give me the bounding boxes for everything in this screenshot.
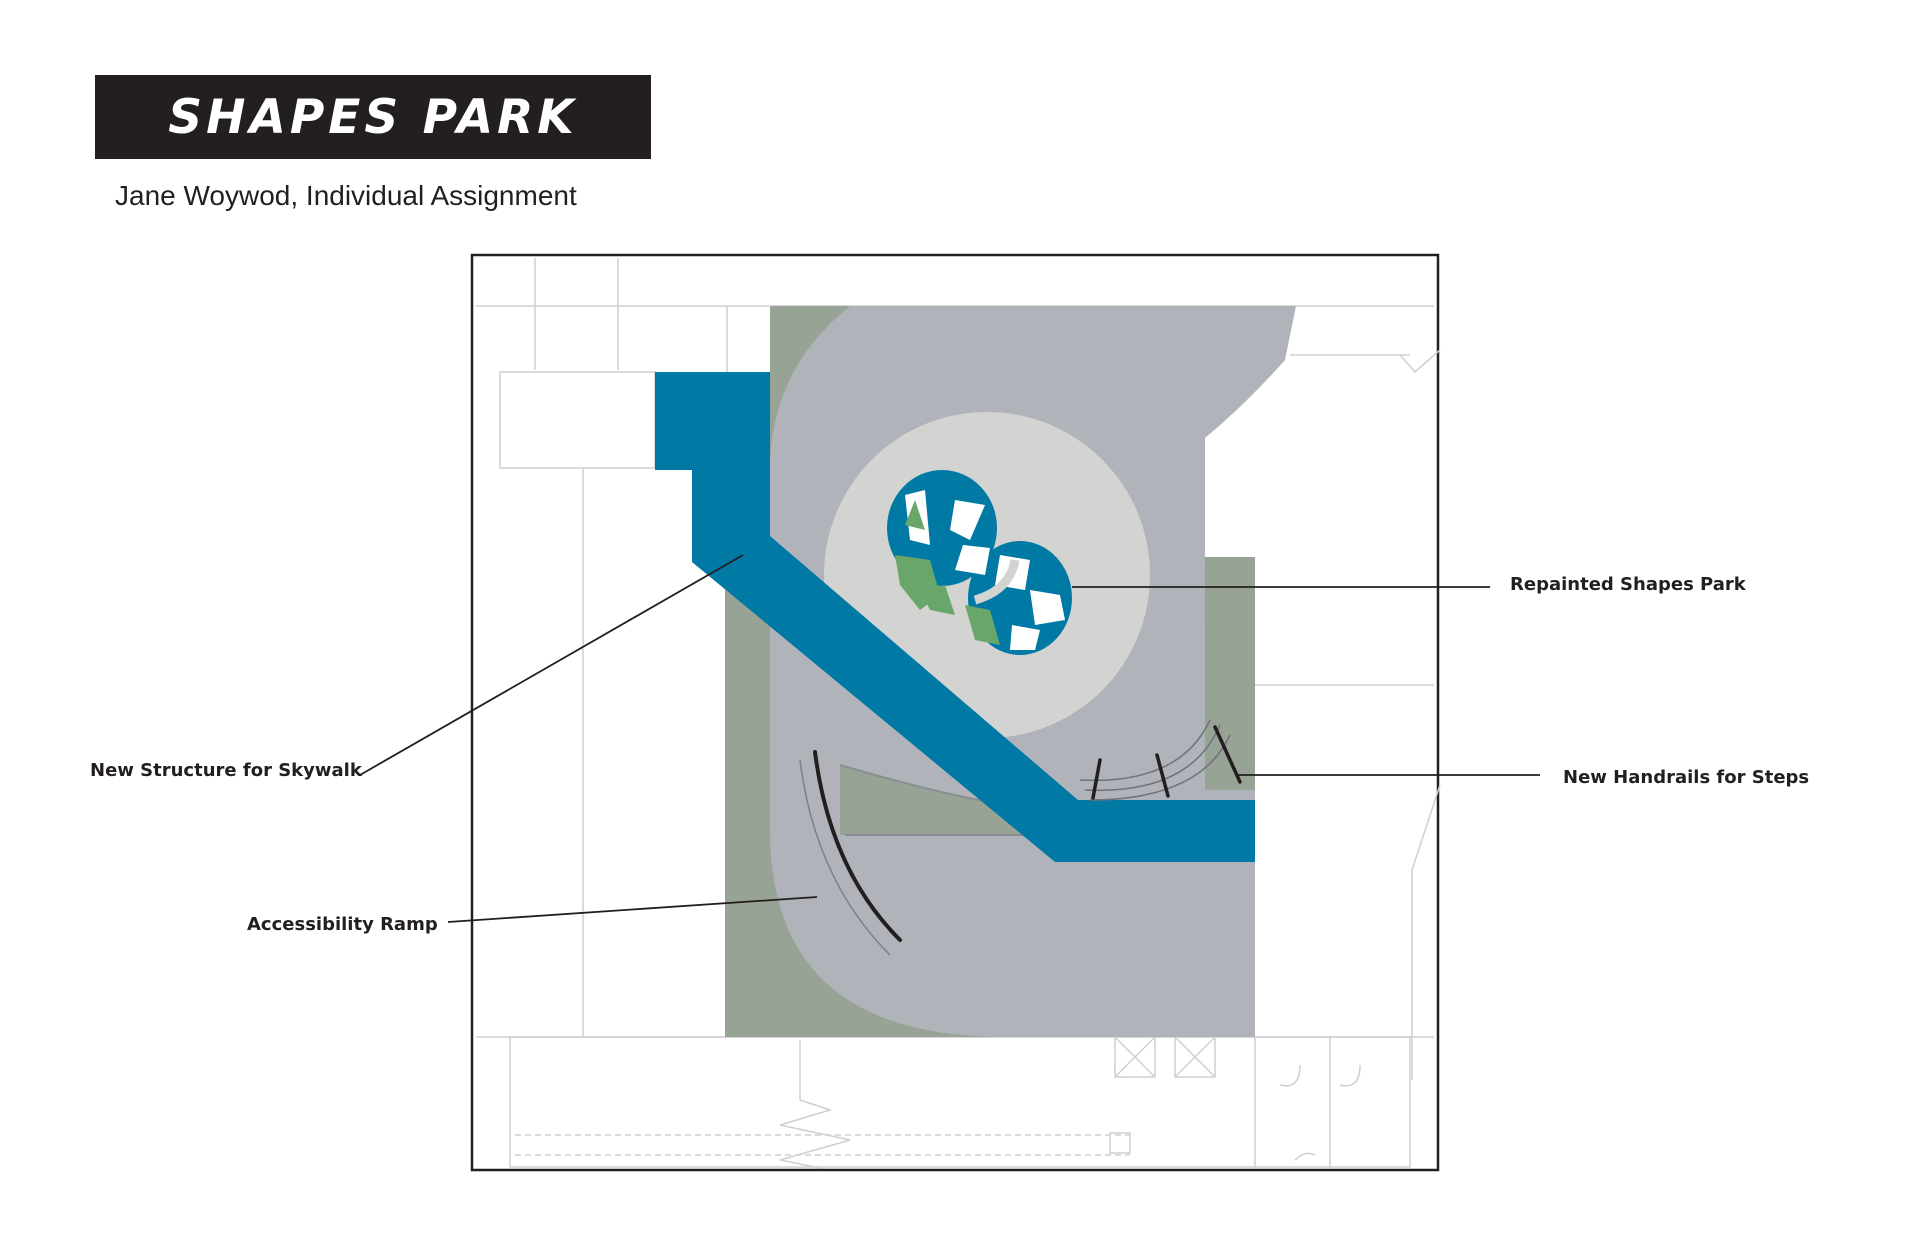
page-title: SHAPES PARK [168,89,578,145]
label-accessibility-ramp: Accessibility Ramp [247,914,438,935]
handrails [1091,725,1242,800]
label-new-handrails: New Handrails for Steps [1563,767,1810,788]
ramp-handrails [813,750,902,942]
skywalk-structure [655,372,1255,862]
page-subtitle: Jane Woywod, Individual Assignment [115,180,577,211]
label-skywalk-structure: New Structure for Skywalk [90,760,362,781]
leader-lines [359,554,1540,923]
ramp-curb [799,759,891,956]
landscape-corner [770,306,850,470]
label-repainted-shapes-park: Repainted Shapes Park [1510,574,1746,595]
painted-shapes [887,470,1072,655]
title-banner: SHAPES PARK [95,75,651,159]
steps-arcs [1079,719,1231,801]
